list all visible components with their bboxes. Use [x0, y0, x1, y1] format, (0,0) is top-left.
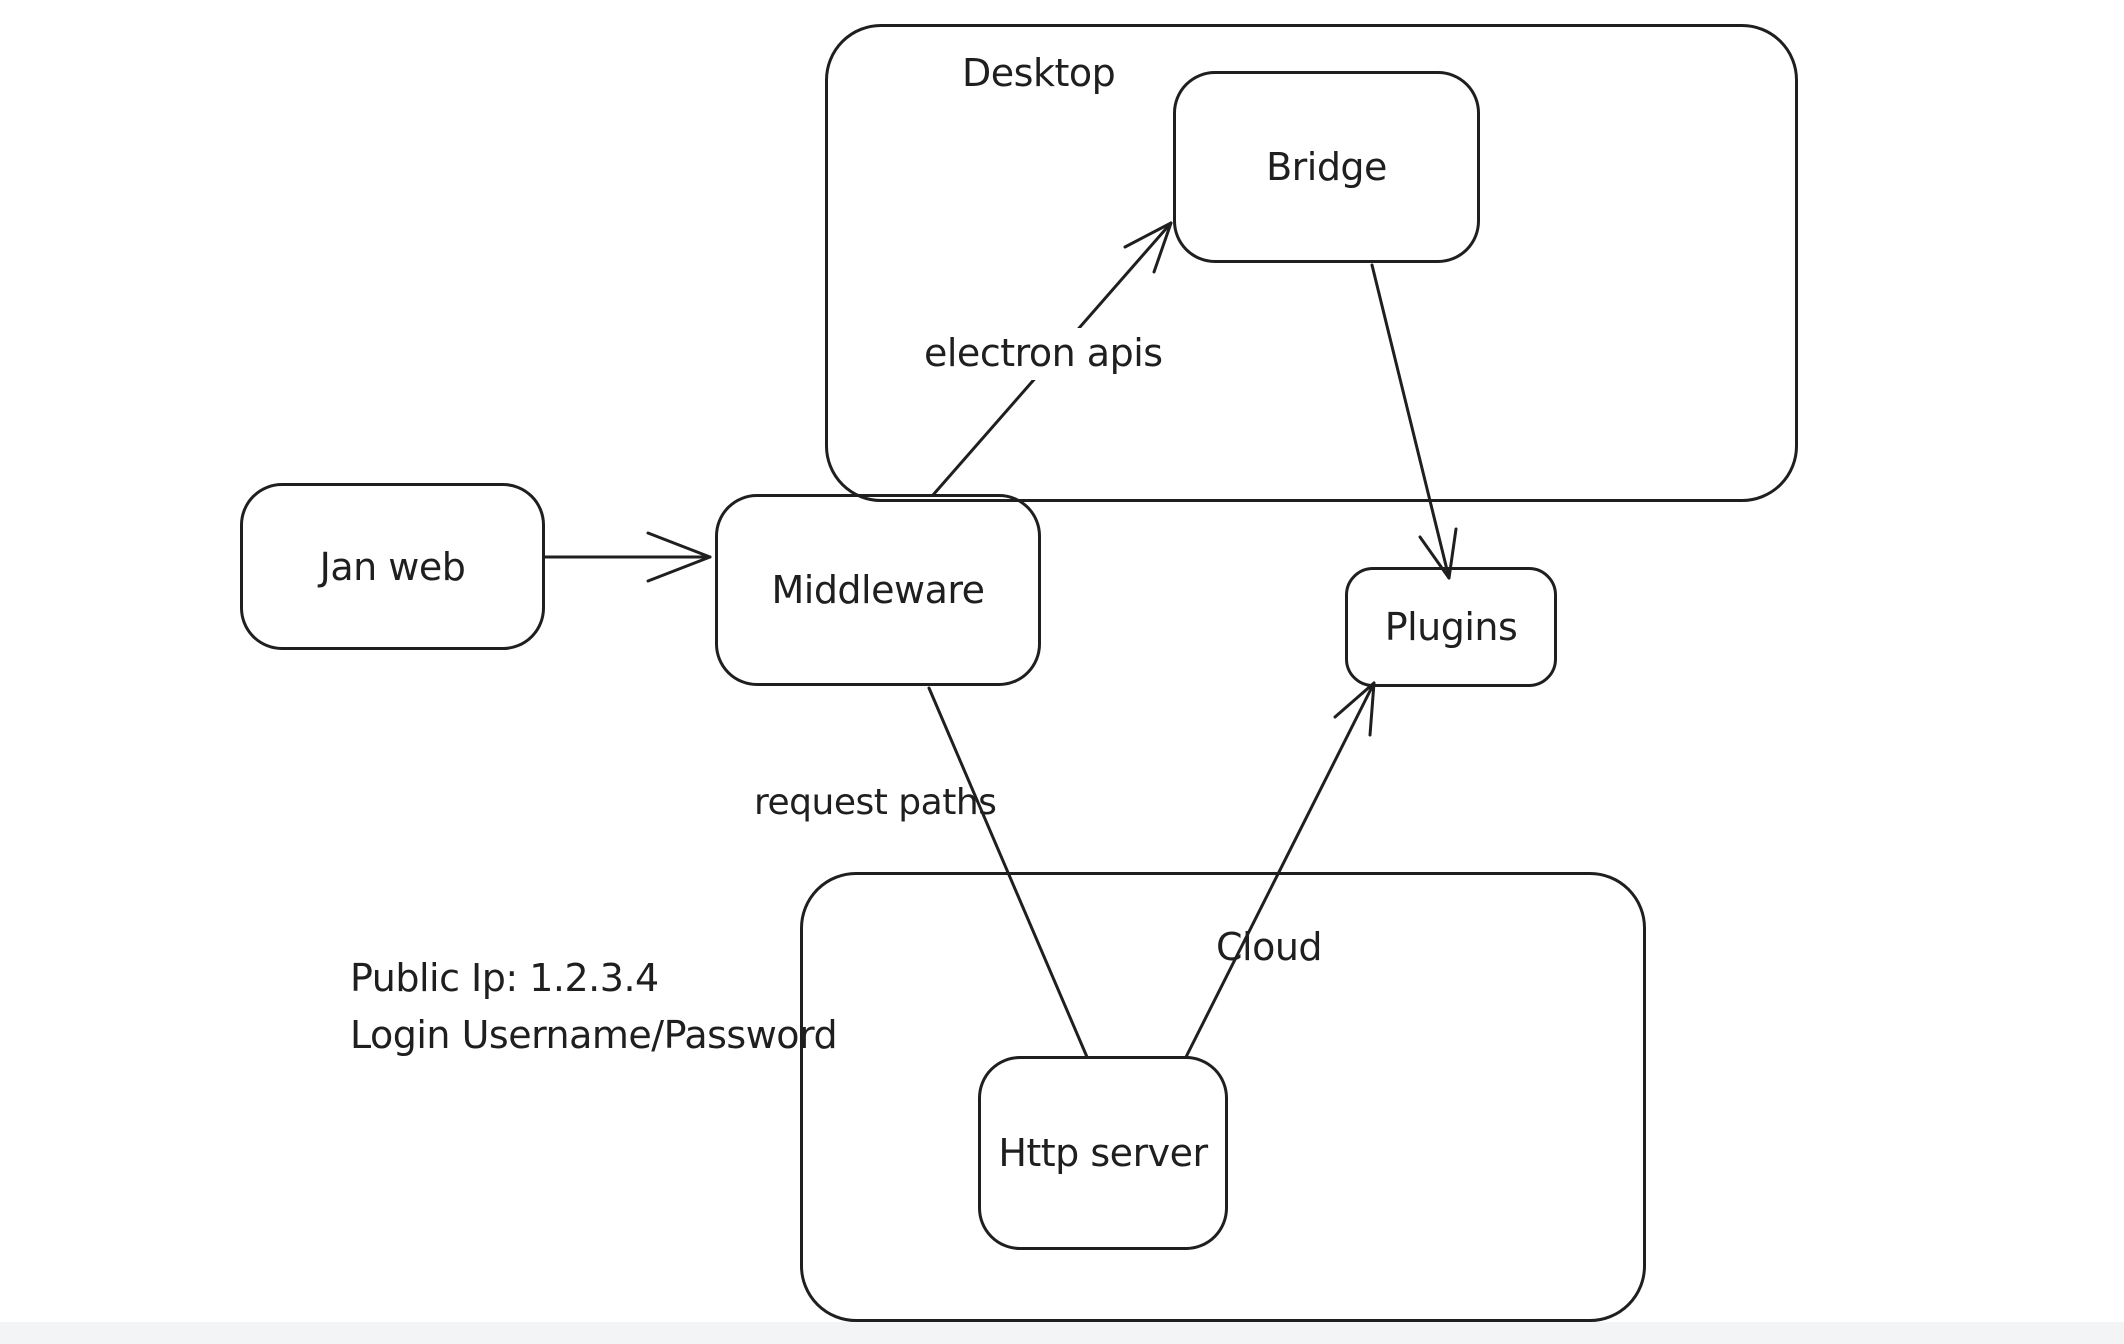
- footer-strip: [0, 1322, 2124, 1344]
- node-jan-web: Jan web: [240, 483, 545, 650]
- bridge-label: Bridge: [1266, 145, 1387, 189]
- node-bridge: Bridge: [1173, 71, 1480, 263]
- cloud-label: Cloud: [1216, 925, 1323, 969]
- credentials-note: Public Ip: 1.2.3.4 Login Username/Passwo…: [350, 950, 838, 1064]
- node-middleware: Middleware: [715, 494, 1041, 686]
- note-public-ip: Public Ip: 1.2.3.4: [350, 956, 659, 1000]
- edge-label-request-paths: request paths: [754, 782, 997, 823]
- edge-label-electron-apis: electron apis: [914, 328, 1173, 380]
- jan-web-label: Jan web: [319, 544, 466, 589]
- desktop-label: Desktop: [962, 51, 1116, 95]
- http-server-label: Http server: [998, 1131, 1208, 1175]
- desktop-container: [825, 24, 1798, 502]
- plugins-label: Plugins: [1384, 605, 1518, 649]
- node-http-server: Http server: [978, 1056, 1228, 1250]
- middleware-label: Middleware: [771, 568, 985, 612]
- cloud-container: [800, 872, 1646, 1322]
- arrow-bridge-to-plugins: [1370, 263, 1458, 580]
- note-login: Login Username/Password: [350, 1013, 838, 1057]
- arrow-jan-web-to-middleware: [543, 531, 712, 583]
- line-middleware-to-http-server: [927, 686, 1089, 1059]
- arrow-http-server-to-plugins: [1184, 681, 1376, 1059]
